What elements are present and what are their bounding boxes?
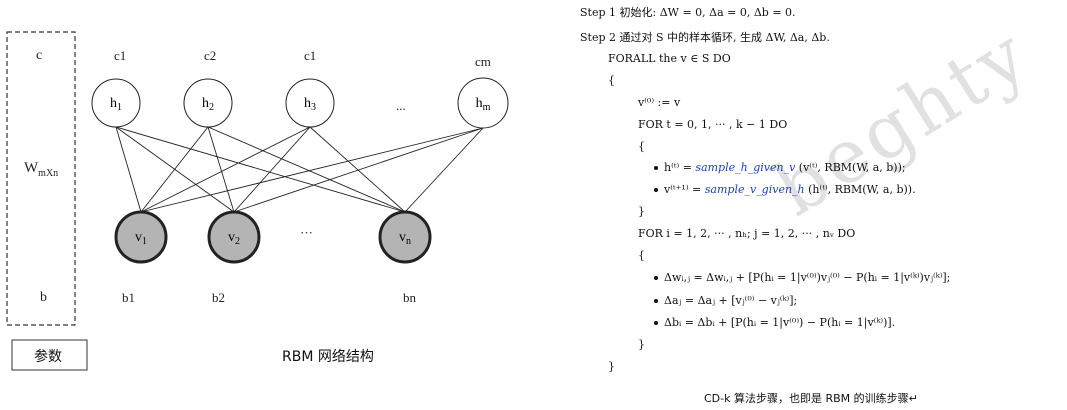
rbm-network-diagram: h1 h2 h3 hm v1 v2 vn [6,31,509,371]
algo-open-brace-3: { [638,249,645,262]
hidden-bias-1: c1 [114,48,127,63]
params-box-label: 参数 [34,349,62,365]
bullet-icon [654,166,658,170]
edge-h4-v2 [233,127,484,213]
hidden-node-label-1: h1 [110,96,122,113]
hidden-node-label-2: h2 [202,96,214,113]
bullet-icon [654,321,658,325]
hidden-node-label-3: h3 [304,96,316,113]
edge-h2-v3 [207,126,406,213]
algo-dw: Δwᵢ,ⱼ = Δwᵢ,ⱼ + [P(hᵢ = 1|v⁽⁰⁾)vⱼ⁽⁰⁾ − P… [654,271,950,284]
algo-step1: Step 1 初始化: ΔW = 0, Δa = 0, Δb = 0. [580,6,796,19]
algo-forall: FORALL the v ∈ S DO [608,52,731,65]
params-label-box [11,339,88,371]
hidden-ellipsis: ... [396,98,406,113]
param-b-label: b [40,290,47,305]
algo-for-ij: FOR i = 1, 2, ··· , nₕ; j = 1, 2, ··· , … [638,227,856,240]
algo-assign-v0: v⁽⁰⁾ := v [638,96,681,109]
algo-v-fn: sample_v_given_h [704,183,805,196]
algo-for-t: FOR t = 0, 1, ··· , k − 1 DO [638,118,788,131]
algo-h-sample: h⁽ᵗ⁾ = sample_h_given_v (v⁽ᵗ⁾, RBM(W, a,… [654,161,906,174]
hidden-node-3 [285,78,335,128]
edges-group [115,126,484,213]
param-w-symbol: W [24,160,39,176]
algo-db: Δbᵢ = Δbᵢ + [P(hᵢ = 1|v⁽⁰⁾) − P(hᵢ = 1|v… [654,316,895,329]
hidden-bias-3: c1 [304,48,317,63]
edge-h3-v1 [140,126,311,213]
param-w-label: WmXn [24,160,58,179]
visible-layer: v1 v2 vn [114,210,432,264]
params-dashed-box [6,31,76,326]
visible-node-label-3: vn [399,230,411,247]
diagram-title: RBM 网络结构 [282,349,374,365]
edge-h4-v3 [404,127,484,213]
edge-h4-v1 [140,127,484,213]
algo-h-rhs: (v⁽ᵗ⁾, RBM(W, a, b)); [795,161,906,174]
param-w-subscript: mXn [38,168,59,179]
algorithm-block: Step 1 初始化: ΔW = 0, Δa = 0, Δb = 0. Step… [580,0,1067,410]
algo-v-lhs: v⁽ᵗ⁺¹⁾ = [664,183,705,196]
algo-da-text: Δaⱼ = Δaⱼ + [vⱼ⁽⁰⁾ − vⱼ⁽ᵏ⁾]; [664,294,798,307]
visible-node-2 [207,210,261,264]
edge-h1-v3 [115,126,406,213]
bullet-icon [654,276,658,280]
edge-h2-v1 [140,126,209,213]
visible-node-label-2: v2 [228,230,240,247]
algo-close-brace-2: } [638,205,645,218]
algo-close-brace-3: } [638,338,645,351]
visible-node-label-1: v1 [135,230,147,247]
hidden-node-1 [91,78,141,128]
hidden-node-label-4: hm [476,96,491,113]
algo-open-brace-1: { [608,74,615,87]
algo-da: Δaⱼ = Δaⱼ + [vⱼ⁽⁰⁾ − vⱼ⁽ᵏ⁾]; [654,294,797,307]
bullet-icon [654,299,658,303]
visible-bias-1: b1 [122,290,135,305]
bullet-icon [654,188,658,192]
algo-dw-text: Δwᵢ,ⱼ = Δwᵢ,ⱼ + [P(hᵢ = 1|v⁽⁰⁾)vⱼ⁽⁰⁾ − P… [664,271,951,284]
hidden-layer: h1 h2 h3 hm [91,77,509,129]
edge-h1-v1 [115,126,142,213]
hidden-node-4 [457,77,509,129]
hidden-bias-m: cm [475,54,491,69]
algo-h-lhs: h⁽ᵗ⁾ = [664,161,696,174]
hidden-bias-2: c2 [204,48,217,63]
algo-db-text: Δbᵢ = Δbᵢ + [P(hᵢ = 1|v⁽⁰⁾) − P(hᵢ = 1|v… [664,316,896,329]
param-c-label: c [36,48,43,63]
algo-close-brace-1: } [608,360,615,373]
visible-node-1 [114,210,168,264]
algo-open-brace-2: { [638,140,645,153]
algo-v-rhs: (h⁽ᵗ⁾, RBM(W, a, b)). [804,183,916,196]
algo-v-sample: v⁽ᵗ⁺¹⁾ = sample_v_given_h (h⁽ᵗ⁾, RBM(W, … [654,183,916,196]
edge-h2-v2 [207,126,235,213]
hidden-node-2 [183,78,233,128]
visible-ellipsis: ··· [300,225,313,240]
algo-caption: CD-k 算法步骤，也即是 RBM 的训练步骤↵ [704,392,918,405]
algo-step2: Step 2 通过对 S 中的样本循环, 生成 ΔW, Δa, Δb. [580,31,830,44]
visible-node-3 [378,210,432,264]
edge-h3-v3 [309,126,406,213]
visible-bias-n: bn [403,290,416,305]
algo-h-fn: sample_h_given_v [695,161,796,174]
edge-h3-v2 [233,126,311,213]
visible-bias-2: b2 [212,290,225,305]
